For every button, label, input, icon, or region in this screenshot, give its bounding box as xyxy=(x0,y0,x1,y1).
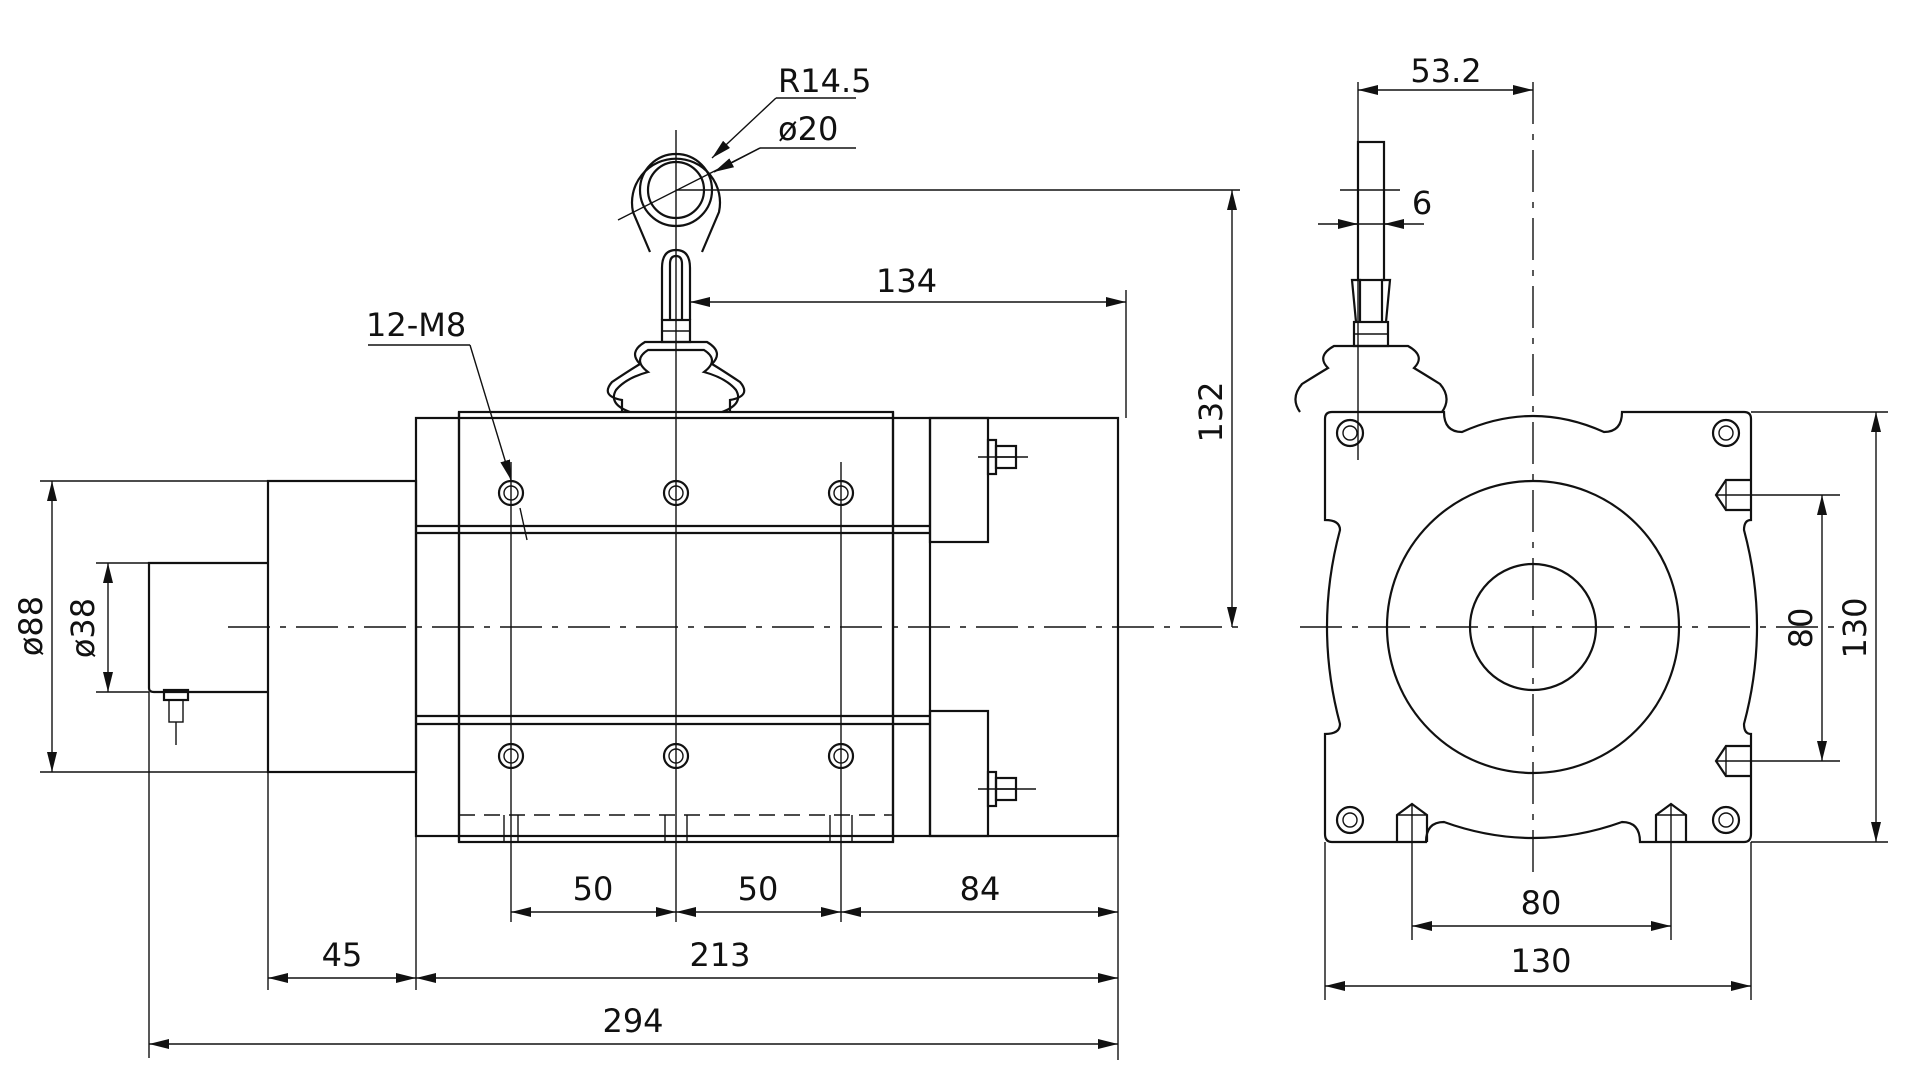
side-cable-outlet xyxy=(1294,140,1448,413)
dim-80-horizontal: 80 xyxy=(1521,884,1562,922)
dim-130-horizontal: 130 xyxy=(1510,942,1571,980)
dim-84: 84 xyxy=(960,870,1001,908)
corner-holes xyxy=(1335,418,1741,835)
bottom-slots xyxy=(503,815,853,842)
dim-53-2: 53.2 xyxy=(1410,52,1481,90)
dim-50-b: 50 xyxy=(738,870,779,908)
drum-inner xyxy=(1468,562,1598,692)
main-housing xyxy=(414,416,1120,838)
drum-outer xyxy=(1385,479,1681,775)
dim-134: 134 xyxy=(876,262,937,300)
threaded-inserts-bottom xyxy=(1395,802,1688,940)
bracket-top xyxy=(928,416,990,544)
dim-45: 45 xyxy=(322,936,363,974)
cable-outlet xyxy=(606,248,746,414)
bracket-bolt-bottom xyxy=(978,770,1036,808)
dim-d20: ø20 xyxy=(778,110,838,148)
dim-80-vertical: 80 xyxy=(1782,608,1820,649)
dim-50-a: 50 xyxy=(573,870,614,908)
side-view xyxy=(1294,82,1840,940)
dim-213: 213 xyxy=(689,936,750,974)
dimensions: R14.5 ø20 12-M8 134 132 ø88 ø38 50 50 84 xyxy=(12,52,1888,1060)
bracket-bolt-top xyxy=(978,438,1028,476)
dim-130-vertical: 130 xyxy=(1836,597,1874,658)
flange-outline xyxy=(1323,410,1759,844)
connector-pin xyxy=(162,688,190,745)
threaded-inserts-right xyxy=(1714,478,1840,778)
dim-d38: ø38 xyxy=(64,598,102,658)
front-view xyxy=(147,130,1240,922)
dim-132: 132 xyxy=(1192,381,1230,442)
dim-12-m8: 12-M8 xyxy=(366,306,466,344)
dim-294: 294 xyxy=(602,1002,663,1040)
dim-d88: ø88 xyxy=(12,596,50,656)
dim-6: 6 xyxy=(1412,184,1432,222)
dim-r14-5: R14.5 xyxy=(778,62,871,100)
bracket-bottom xyxy=(928,709,990,838)
